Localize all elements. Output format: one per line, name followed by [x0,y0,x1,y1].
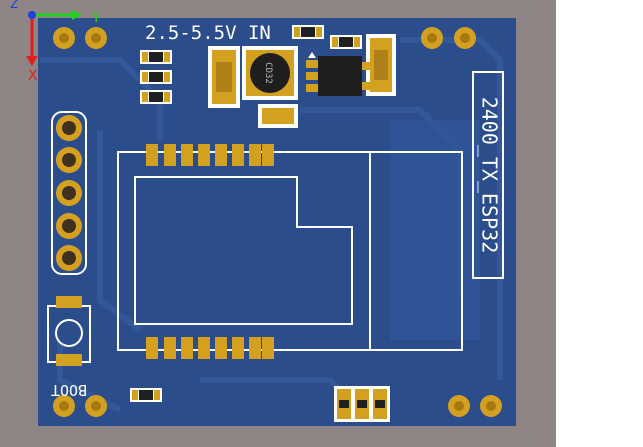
bottom-components [334,386,390,422]
boot-label: BOOT [51,381,87,399]
module-pads-top [146,144,274,166]
power-input-label: 2.5-5.5V IN [145,22,271,44]
axis-gizmo[interactable] [26,10,82,66]
module-pads-bottom [146,337,274,359]
mounting-pads [53,27,502,417]
axis-z-label: Z [10,0,18,11]
side-panel [556,0,643,447]
module-label: 2400_TX_ESP32 [478,97,502,254]
boot-button [47,296,91,366]
pin-header [51,111,87,275]
capacitor-bottom [258,104,298,128]
ground-pour [390,120,480,340]
pcb-render[interactable]: BOOT 2.5-5.5V IN CD32 [0,0,556,447]
axis-y-label: Y [91,10,101,26]
axis-x-label: X [28,68,38,84]
esp32-module [117,151,463,351]
capacitor-left [208,46,240,108]
inductor [242,46,298,100]
regulator-ic [306,52,372,96]
resistor-array [130,25,362,402]
inductor-marking: CD32 [263,62,273,84]
module-label-frame [472,71,504,279]
